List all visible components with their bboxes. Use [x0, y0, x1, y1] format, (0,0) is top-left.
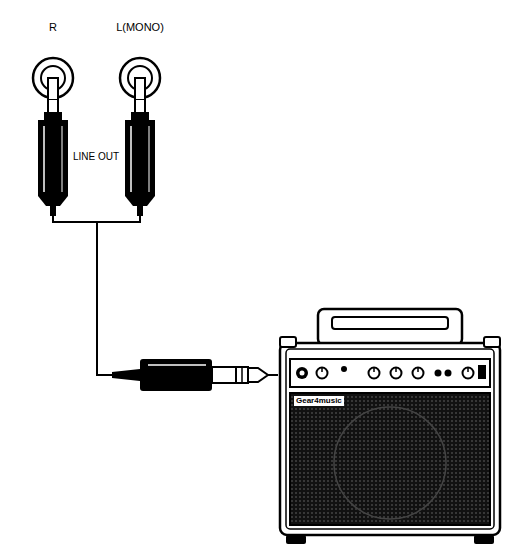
jack-label: L(MONO): [105, 20, 175, 34]
cable: [97, 100, 278, 375]
signal-label: LINE OUT: [72, 151, 120, 163]
rca-jack: L(MONO): [105, 20, 175, 100]
rca-jack: R: [18, 20, 88, 100]
amplifier: Gear4music: [278, 303, 502, 547]
jack-label: R: [18, 20, 88, 34]
cable: [53, 100, 278, 375]
jack-socket: [31, 56, 75, 100]
jack-socket: [118, 56, 162, 100]
jack-plug: [112, 359, 268, 391]
rca-plug: [38, 88, 68, 216]
brand-logo: Gear4music: [294, 396, 344, 406]
rca-plug: [125, 88, 155, 216]
amplifier-drawing: [278, 303, 502, 547]
